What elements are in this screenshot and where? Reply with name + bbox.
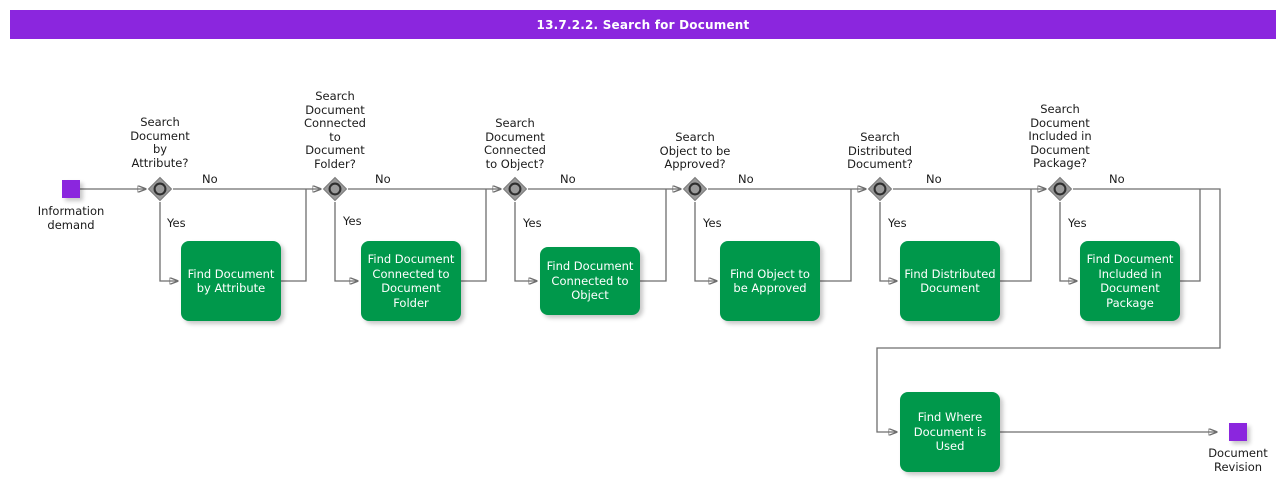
task-find-where-document-is-used[interactable]: Find Where Document is Used [900, 392, 1000, 472]
gateway-search-document-included-in-document-package[interactable] [1047, 176, 1073, 202]
gateway-5-yes-label: Yes [888, 216, 907, 230]
gateway-search-document-by-attribute[interactable] [147, 176, 173, 202]
gateway-1-yes-label: Yes [167, 216, 186, 230]
gateway-3-yes-label: Yes [523, 216, 542, 230]
gateway-1-no-label: No [202, 172, 218, 186]
task-find-document-connected-to-document-folder[interactable]: Find Document Connected to Document Fold… [361, 241, 461, 321]
gateway-3-label: Search Document Connected to Object? [484, 116, 546, 171]
gateway-5-no-label: No [926, 172, 942, 186]
gateway-4-yes-label: Yes [703, 216, 722, 230]
gateway-2-label: Search Document Connected to Document Fo… [304, 89, 366, 171]
gateway-1-label: Search Document by Attribute? [130, 115, 190, 170]
gateway-5-label: Search Distributed Document? [847, 130, 913, 171]
gateway-2-no-label: No [375, 172, 391, 186]
gateway-4-no-label: No [738, 172, 754, 186]
gateway-6-no-label: No [1109, 172, 1125, 186]
end-event-document-revision[interactable] [1229, 423, 1247, 441]
gateway-search-object-to-be-approved[interactable] [682, 176, 708, 202]
task-find-object-to-be-approved[interactable]: Find Object to be Approved [720, 241, 820, 321]
end-event-label: Document Revision [1208, 446, 1268, 474]
gateway-6-label: Search Document Included in Document Pac… [1028, 102, 1092, 170]
gateway-6-yes-label: Yes [1068, 216, 1087, 230]
page-title: 13.7.2.2. Search for Document [536, 17, 750, 32]
gateway-3-no-label: No [560, 172, 576, 186]
gateway-search-document-connected-to-object[interactable] [502, 176, 528, 202]
task-find-distributed-document[interactable]: Find Distributed Document [900, 241, 1000, 321]
task-find-document-included-in-document-package[interactable]: Find Document Included in Document Packa… [1080, 241, 1180, 321]
gateway-search-distributed-document[interactable] [867, 176, 893, 202]
task-find-document-by-attribute[interactable]: Find Document by Attribute [181, 241, 281, 321]
gateway-search-document-connected-to-document-folder[interactable] [322, 176, 348, 202]
gateway-2-yes-label: Yes [343, 214, 362, 228]
gateway-4-label: Search Object to be Approved? [659, 130, 731, 171]
task-find-document-connected-to-object[interactable]: Find Document Connected to Object [540, 247, 640, 315]
start-event-label: Information demand [37, 204, 105, 232]
diagram-title-bar: 13.7.2.2. Search for Document [10, 10, 1276, 39]
start-event-information-demand[interactable] [62, 180, 80, 198]
